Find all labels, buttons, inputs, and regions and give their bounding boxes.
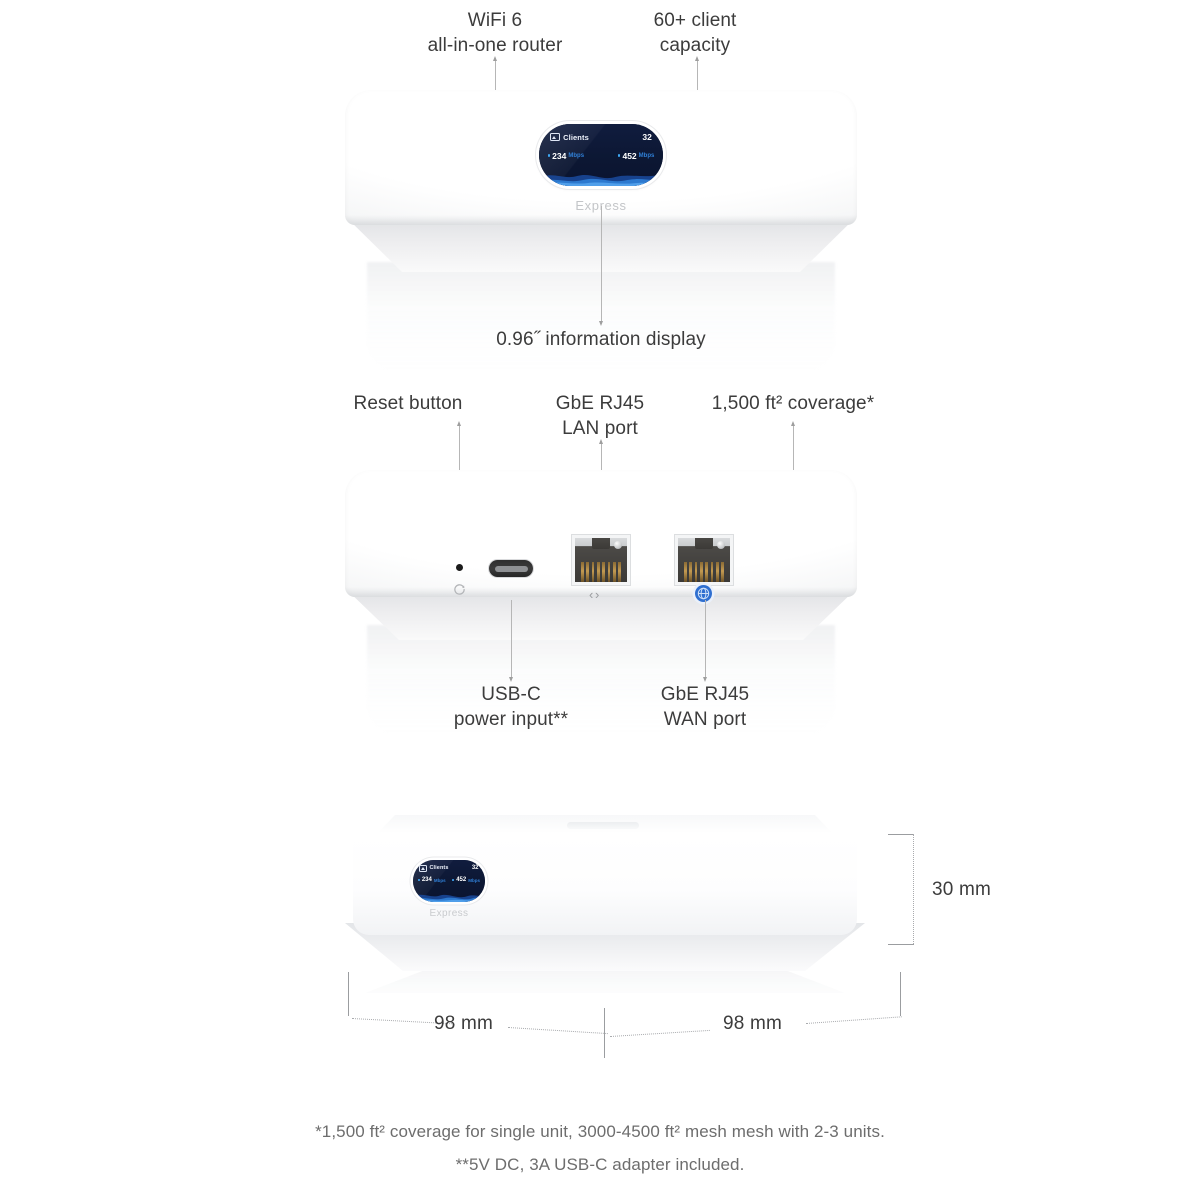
isometric-oled-graph — [413, 894, 482, 902]
oled-clients-count: 32 — [642, 132, 652, 143]
dimension-label-width-left: 98 mm — [434, 1013, 494, 1034]
callout-coverage: 1,500 ft² coverage* — [711, 393, 875, 414]
oled-download-stat: 234 Mbps — [547, 150, 585, 161]
callout-client-capacity: 60+ client capacity — [653, 10, 737, 56]
isometric-clients-icon — [419, 864, 428, 872]
wan-globe-icon — [695, 585, 712, 602]
rj45-wan-cavity — [678, 538, 730, 582]
dimension-label-depth-right: 98 mm — [723, 1013, 783, 1034]
oled-clients-label: Clients — [563, 132, 589, 142]
callout-usbc-power: USB-C power input** — [453, 684, 569, 730]
isometric-oled-upload-value: 452 — [456, 877, 467, 884]
leader-line-display — [599, 206, 603, 326]
callout-reset-button: Reset button — [353, 393, 463, 414]
rj45-lan-cavity — [575, 538, 627, 582]
depth-right-tick-outer — [900, 972, 901, 1016]
oled-upload-value: 452 — [622, 150, 637, 161]
isometric-top-vent — [567, 822, 639, 829]
back-view-reflection — [367, 625, 835, 735]
callout-wan-port: GbE RJ45 WAN port — [660, 684, 750, 730]
callout-information-display: 0.96˝ information display — [496, 329, 706, 350]
download-dot-icon — [547, 154, 551, 157]
height-bracket-top-cap — [888, 834, 914, 835]
reset-pinhole[interactable] — [456, 564, 463, 571]
oled-graph — [539, 174, 663, 186]
height-bracket-line — [913, 834, 914, 944]
lan-arrows-icon: ‹ › — [589, 587, 599, 602]
footnote-coverage: *1,500 ft² coverage for single unit, 300… — [315, 1122, 885, 1141]
callout-wifi6: WiFi 6 all-in-one router — [427, 10, 563, 56]
isometric-download-dot-icon — [418, 879, 420, 882]
leader-line-usbc — [509, 600, 513, 682]
isometric-oled-throughput-row: 234 Mbps 452 Mbps — [413, 877, 485, 883]
leader-line-wan — [703, 600, 707, 682]
footnote-adapter: **5V DC, 3A USB-C adapter included. — [455, 1155, 745, 1174]
oled-download-value: 234 — [552, 150, 567, 161]
upload-dot-icon — [617, 154, 621, 157]
width-center-tick — [604, 1008, 605, 1058]
isometric-oled-download-unit: Mbps — [433, 877, 446, 883]
leader-line-coverage — [791, 421, 795, 473]
isometric-brand-label: Express — [429, 908, 469, 919]
dimension-label-height: 30 mm — [932, 879, 992, 900]
width-left-dotted-line-b — [507, 1027, 608, 1035]
rj45-lan-tab — [592, 538, 610, 549]
isometric-oled-download-value: 234 — [421, 877, 432, 884]
rj45-wan-port[interactable] — [675, 535, 733, 585]
oled-throughput-row: 234 Mbps 452 Mbps — [539, 151, 663, 161]
height-bracket-bottom-cap — [888, 944, 914, 945]
oled-download-unit: Mbps — [568, 152, 585, 159]
isometric-oled-clients-count: 32 — [471, 865, 479, 872]
rj45-lan-pins — [581, 562, 621, 582]
oled-screen-surface: Clients 32 234 Mbps 452 Mbps — [539, 124, 663, 186]
rj45-wan-led-icon — [717, 541, 725, 549]
isometric-upload-dot-icon — [452, 879, 455, 882]
isometric-upload-stat: 452 Mbps — [452, 877, 480, 883]
depth-right-dotted-line-b — [805, 1016, 902, 1024]
depth-right-dotted-line-a — [609, 1029, 710, 1037]
leader-line-client-capacity — [695, 56, 699, 98]
rj45-lan-led-icon — [614, 541, 622, 549]
callout-lan-port: GbE RJ45 LAN port — [555, 393, 645, 439]
isometric-oled-display: Clients 32 234 Mbps 452 Mbps — [413, 860, 485, 902]
isometric-download-stat: 234 Mbps — [418, 877, 446, 883]
front-view-brand-label: Express — [345, 198, 857, 213]
leader-line-wifi6 — [493, 56, 497, 98]
clients-icon — [550, 132, 561, 142]
isometric-oled-surface: Clients 32 234 Mbps 452 Mbps — [413, 860, 485, 902]
rj45-wan-tab — [695, 538, 713, 549]
router-isometric-view: Clients 32 234 Mbps 452 Mbps — [345, 815, 865, 995]
isometric-oled-upload-unit: Mbps — [468, 877, 480, 883]
width-left-tick-outer — [348, 972, 349, 1016]
rj45-lan-port[interactable] — [572, 535, 630, 585]
rj45-wan-pins — [684, 562, 724, 582]
usb-c-port[interactable] — [489, 560, 533, 577]
oled-upload-stat: 452 Mbps — [617, 150, 655, 161]
router-back-view: ‹ › — [345, 470, 857, 735]
front-view-oled-display: Clients 32 234 Mbps 452 Mbps — [539, 124, 663, 186]
isometric-oled-clients-row: Clients 32 — [413, 864, 485, 872]
oled-clients-row: Clients 32 — [539, 132, 663, 142]
reset-arrow-icon — [454, 584, 465, 595]
oled-upload-unit: Mbps — [638, 152, 655, 159]
isometric-oled-clients-label: Clients — [429, 865, 449, 872]
